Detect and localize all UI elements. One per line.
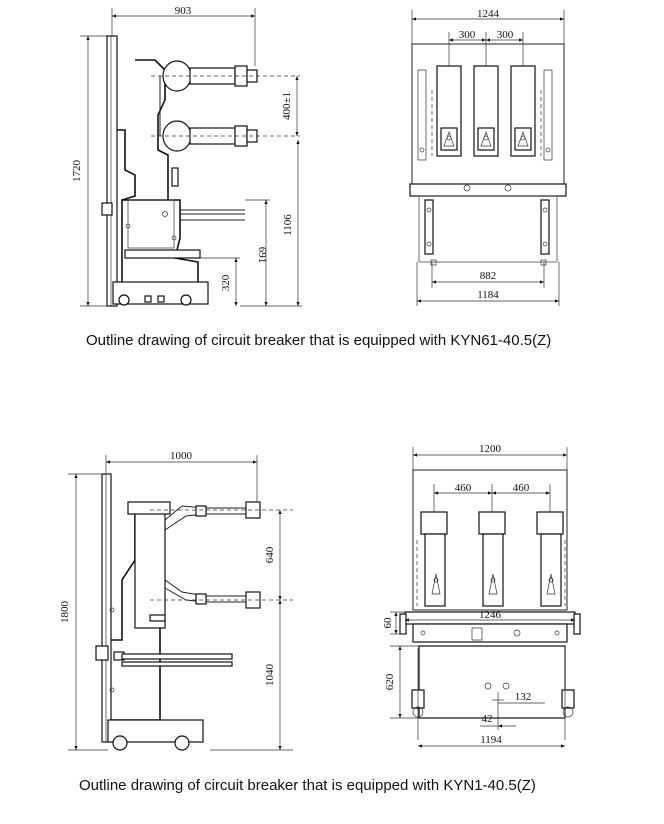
dim-d2-front-width: 1200 — [479, 443, 502, 455]
diagram1-front-view: 1244 300 300 882 1184 — [409, 8, 567, 306]
dim-d1-height-lower: 320 — [220, 274, 232, 291]
diagram2-side-view: 1000 1800 640 1040 — [59, 450, 293, 751]
dim-d1-pole-spacing: 400±1 — [281, 92, 293, 120]
dim-d1-inner-width: 882 — [480, 270, 497, 282]
dim-d2-box-height: 620 — [384, 673, 396, 690]
dim-d1-base-width: 1184 — [477, 289, 499, 301]
dim-d1-height-upper: 1106 — [282, 214, 294, 236]
dim-d2-pitch-left: 460 — [455, 482, 472, 494]
dim-d2-side-width: 1000 — [170, 450, 193, 462]
dim-d1-pitch-left: 300 — [459, 29, 476, 41]
dim-d2-side-height: 1800 — [59, 601, 71, 624]
dim-d1-pitch-right: 300 — [497, 29, 514, 41]
dim-d1-height-middle: 691 — [256, 247, 268, 264]
dim-d2-base-width: 1194 — [480, 734, 502, 746]
diagram2-front-view: 1200 460 460 1246 60 620 132 42 1194 — [382, 443, 581, 748]
caption-bottom: Outline drawing of circuit breaker that … — [79, 777, 536, 794]
dim-d2-pitch-right: 460 — [513, 482, 530, 494]
dim-d1-side-width: 903 — [175, 5, 192, 17]
dim-d2-height-lower: 1040 — [264, 664, 276, 687]
dim-d2-offset-b: 132 — [515, 691, 532, 703]
dim-d2-pole-spacing: 640 — [264, 546, 276, 563]
caption-top: Outline drawing of circuit breaker that … — [86, 332, 552, 349]
diagram1-side-view: 903 1720 400±1 1106 691 320 — [71, 5, 302, 307]
dim-d1-front-width: 1244 — [477, 8, 500, 20]
dim-d2-rail-height: 60 — [382, 617, 394, 629]
dim-d2-offset-a: 42 — [482, 713, 493, 725]
dim-d1-side-height: 1720 — [71, 160, 83, 183]
dim-d2-rail-width: 1246 — [479, 609, 502, 621]
